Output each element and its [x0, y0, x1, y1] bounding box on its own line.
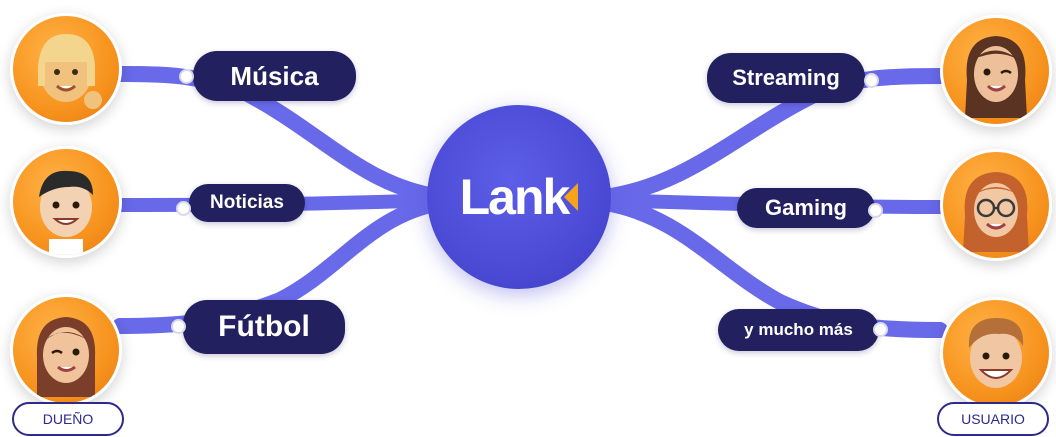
lank-logo-k: k	[542, 169, 571, 225]
connector-dot	[868, 203, 883, 218]
connector-dot	[171, 319, 186, 334]
lank-logo-accent-icon	[564, 183, 579, 211]
role-badge-user: USUARIO	[937, 402, 1049, 436]
topic-label: Noticias	[210, 192, 284, 213]
role-label: USUARIO	[961, 411, 1025, 427]
lank-logo-text: Lan	[459, 169, 545, 225]
memoji-winking-girl-icon	[10, 294, 122, 406]
topic-futbol: Fútbol	[183, 300, 345, 354]
topic-label: Música	[230, 60, 319, 91]
memoji-glasses-woman-icon	[940, 149, 1052, 261]
topic-label: Streaming	[732, 65, 840, 90]
topic-y-mucho-mas: y mucho más	[718, 309, 879, 351]
memoji-winking-woman-icon	[940, 15, 1052, 127]
topic-noticias: Noticias	[189, 184, 305, 222]
topic-streaming: Streaming	[707, 53, 865, 103]
topic-label: Fútbol	[218, 310, 310, 343]
topic-gaming: Gaming	[737, 188, 875, 228]
memoji-boy-icon	[10, 146, 122, 258]
memoji-smiling-man-icon	[940, 297, 1052, 409]
role-badge-owner: DUEÑO	[12, 402, 124, 436]
topic-label: y mucho más	[744, 320, 853, 339]
connector-dot	[864, 73, 879, 88]
topic-musica: Música	[193, 51, 356, 101]
connector-dot	[179, 69, 194, 84]
role-label: DUEÑO	[42, 411, 94, 427]
memoji-blonde-girl-icon	[10, 13, 122, 125]
connector-dot	[873, 322, 888, 337]
topic-label: Gaming	[765, 195, 847, 220]
connector-dot	[176, 201, 191, 216]
